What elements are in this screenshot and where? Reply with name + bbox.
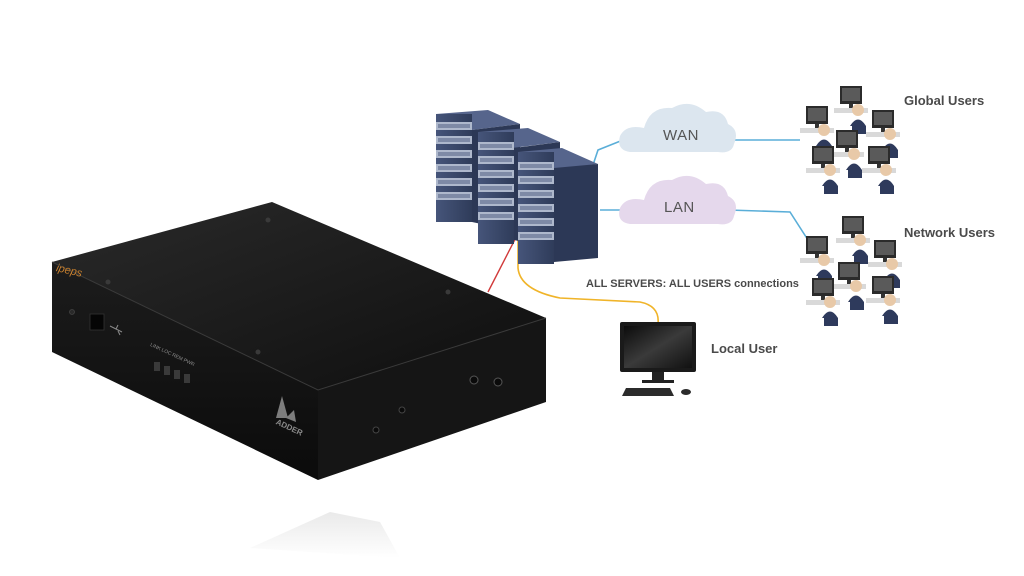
- device-right-side: [318, 318, 546, 480]
- device-reflection: [250, 512, 400, 558]
- led-rem: [174, 370, 180, 379]
- network-users-label: Network Users: [904, 225, 996, 240]
- monitor-stand: [652, 372, 664, 380]
- dc-jack: [469, 375, 479, 385]
- connections-label: ALL SERVERS: ALL USERS connections: [586, 278, 799, 290]
- wan-label: WAN: [663, 127, 699, 144]
- wan-cloud: [619, 103, 736, 153]
- kvm-device: [51, 202, 547, 558]
- global-users-label: Global Users: [904, 93, 985, 108]
- device-top-panel: [52, 202, 546, 390]
- monitor-base: [642, 380, 674, 383]
- usb-icon: [109, 324, 123, 336]
- audio-jack-2: [372, 426, 380, 434]
- server-racks: [436, 110, 598, 264]
- adder-logo-icon: [276, 396, 296, 422]
- lan-cloud: [619, 175, 736, 225]
- led-pwr: [184, 374, 190, 383]
- local-user-line: [517, 236, 659, 325]
- audio-jack-1: [398, 406, 406, 414]
- local-user-computer: [620, 322, 696, 396]
- network-jack: [493, 377, 503, 387]
- server-rack-3: [518, 148, 598, 264]
- lan-to-network-line: [727, 209, 809, 241]
- usb-port: [89, 313, 105, 331]
- keyboard-icon: [622, 388, 674, 396]
- led-link: [154, 362, 160, 371]
- device-left-front: [52, 262, 318, 480]
- wan-link-line: [591, 137, 629, 169]
- mouse-icon: [681, 389, 691, 395]
- led-loc: [164, 366, 170, 375]
- global-users-group: [800, 86, 900, 194]
- local-user-label: Local User: [711, 341, 778, 356]
- power-indicator: [69, 309, 75, 315]
- monitor-screen: [624, 326, 692, 368]
- network-users-group: [800, 216, 902, 326]
- lan-label: LAN: [664, 199, 695, 216]
